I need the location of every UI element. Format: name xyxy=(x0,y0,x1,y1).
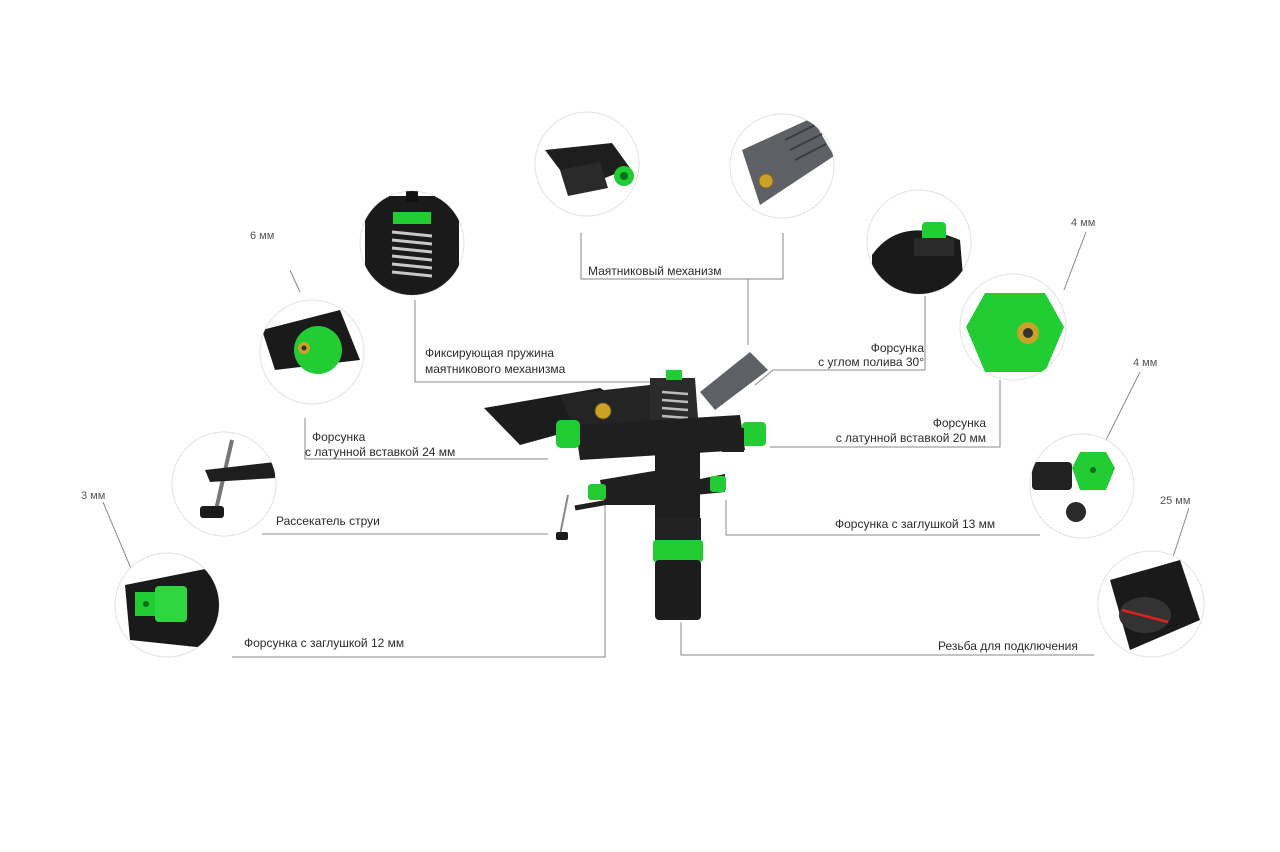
detail-nozzle-24 xyxy=(259,299,365,405)
label-nozzle24-line1: Форсунка xyxy=(312,430,366,444)
detail-nozzle-20 xyxy=(959,273,1067,381)
label-nozzle20-line2: с латунной вставкой 20 мм xyxy=(835,431,986,445)
label-spring-line1: Фиксирующая пружина xyxy=(425,346,555,360)
detail-spring xyxy=(359,190,465,296)
size-6mm: 6 мм xyxy=(250,230,275,242)
leader-lines xyxy=(102,231,1190,658)
label-nozzle24-line2: с латунной вставкой 24 мм xyxy=(305,445,456,459)
size-4mm-right: 4 мм xyxy=(1133,357,1158,369)
detail-splitter xyxy=(171,431,277,537)
detail-thread xyxy=(1097,550,1205,658)
detail-nozzle-12 xyxy=(114,552,220,658)
label-nozzle30-line2: с углом полива 30° xyxy=(818,355,924,369)
label-nozzle30-line1: Форсунка xyxy=(870,341,924,355)
label-pendulum: Маятниковый механизм xyxy=(588,264,722,278)
detail-pendulum-arm xyxy=(534,111,640,217)
size-3mm: 3 мм xyxy=(81,490,106,502)
sprinkler-main xyxy=(484,352,768,620)
size-25mm: 25 мм xyxy=(1160,495,1191,507)
detail-nozzle-13 xyxy=(1029,433,1135,539)
label-thread: Резьба для подключения xyxy=(938,639,1078,653)
detail-nozzle-30 xyxy=(866,189,972,295)
detail-pendulum-brass xyxy=(729,113,835,219)
label-nozzle20-line1: Форсунка xyxy=(932,416,986,430)
size-4mm-top: 4 мм xyxy=(1071,217,1096,229)
label-splitter: Рассекатель струи xyxy=(276,514,380,528)
label-nozzle12: Форсунка с заглушкой 12 мм xyxy=(244,636,405,650)
label-spring-line2: маятникового механизма xyxy=(425,362,566,376)
label-nozzle13: Форсунка с заглушкой 13 мм xyxy=(835,517,996,531)
